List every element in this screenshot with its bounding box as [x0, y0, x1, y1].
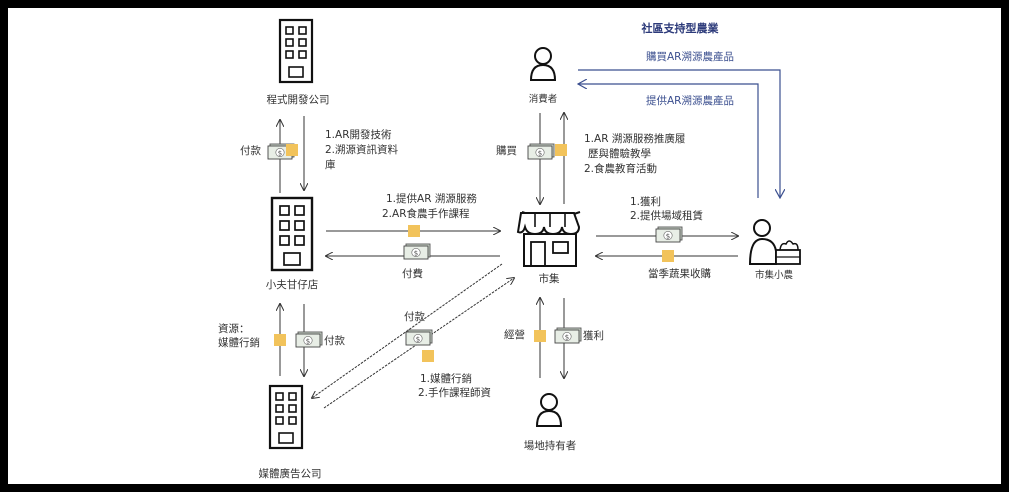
- ad-market-give-line2: 2.手作課程師資: [418, 386, 491, 399]
- shop-ad-pay-label: 付款: [324, 334, 345, 347]
- consumer-icon: [530, 47, 556, 81]
- service-tag-icon: [286, 144, 298, 156]
- market-farmer-line1: 1.獲利: [630, 195, 661, 208]
- market-farmer-line2: 2.提供場域租賃: [630, 209, 703, 222]
- dev-pay-label: 付款: [240, 144, 261, 157]
- consumer-give-line3: 2.食農教育活動: [584, 162, 657, 175]
- csa-provide-arrow: [578, 84, 759, 198]
- farmer-icon: [748, 219, 801, 265]
- shop-to-market-line1: 1.提供AR 溯源服務: [386, 192, 477, 205]
- dev-company-label: 程式開發公司: [267, 93, 330, 106]
- csa-provide-label: 提供AR溯源農產品: [646, 94, 734, 107]
- service-tag-icon: [274, 334, 286, 346]
- market-to-shop-label: 付費: [402, 267, 423, 280]
- dollar-sign: $: [666, 233, 670, 241]
- ad-market-pay-label: 付款: [404, 310, 425, 323]
- shop-to-market-line2: 2.AR食農手作課程: [382, 207, 470, 220]
- consumer-label: 消費者: [529, 93, 558, 105]
- dollar-sign: $: [538, 150, 542, 158]
- consumer-give-line1: 1.AR 溯源服務推廣履: [584, 132, 686, 145]
- dollar-sign: $: [416, 336, 420, 344]
- consumer-give-line2: 歷與體驗教學: [588, 147, 651, 160]
- venue-operate-label: 經營: [504, 328, 525, 341]
- venue-owner-label: 場地持有者: [524, 439, 577, 452]
- service-tag-icon: [422, 350, 434, 362]
- csa-buy-label: 購買AR溯源農產品: [646, 50, 734, 63]
- venue-profit-label: 獲利: [583, 329, 604, 342]
- venue-owner-icon: [536, 393, 562, 427]
- dev-give-line2: 2.溯源資訊資料: [325, 143, 399, 156]
- market-storefront-icon: [516, 211, 581, 267]
- shop-icon: [270, 196, 314, 272]
- farmer-to-market-label: 當季蔬果收購: [648, 267, 711, 280]
- shop-label: 小夫甘仔店: [266, 278, 319, 291]
- dollar-sign: $: [278, 150, 282, 158]
- ad-market-give-line1: 1.媒體行銷: [420, 372, 472, 385]
- consumer-buy-label: 購買: [496, 144, 517, 157]
- market-label: 市集: [539, 272, 560, 285]
- dollar-sign: $: [565, 334, 569, 342]
- dollar-sign: $: [414, 250, 418, 258]
- csa-title: 社區支持型農業: [641, 21, 720, 35]
- ad-company-label: 媒體廣告公司: [259, 467, 322, 480]
- ad-company-icon: [268, 384, 304, 450]
- service-tag-icon: [408, 225, 420, 237]
- dev-give-line1: 1.AR開發技術: [325, 128, 392, 141]
- shop-ad-resource-line2: 媒體行銷: [218, 336, 260, 349]
- csa-buy-arrow: [578, 69, 780, 198]
- shop-ad-resource-line1: 資源：: [218, 322, 250, 335]
- dev-give-line3: 庫: [325, 158, 336, 171]
- market-to-ad-arrow: [312, 263, 503, 398]
- dollar-sign: $: [306, 338, 310, 346]
- service-tag-icon: [534, 330, 546, 342]
- service-tag-icon: [662, 250, 674, 262]
- dev-company-icon: [278, 18, 314, 84]
- farmer-label: 市集小農: [755, 269, 794, 281]
- service-tag-icon: [555, 144, 567, 156]
- diagram-canvas: 社區支持型農業 購買AR溯源農產品 提供AR溯源農產品 程式開發公司 付款 1.…: [8, 8, 1001, 484]
